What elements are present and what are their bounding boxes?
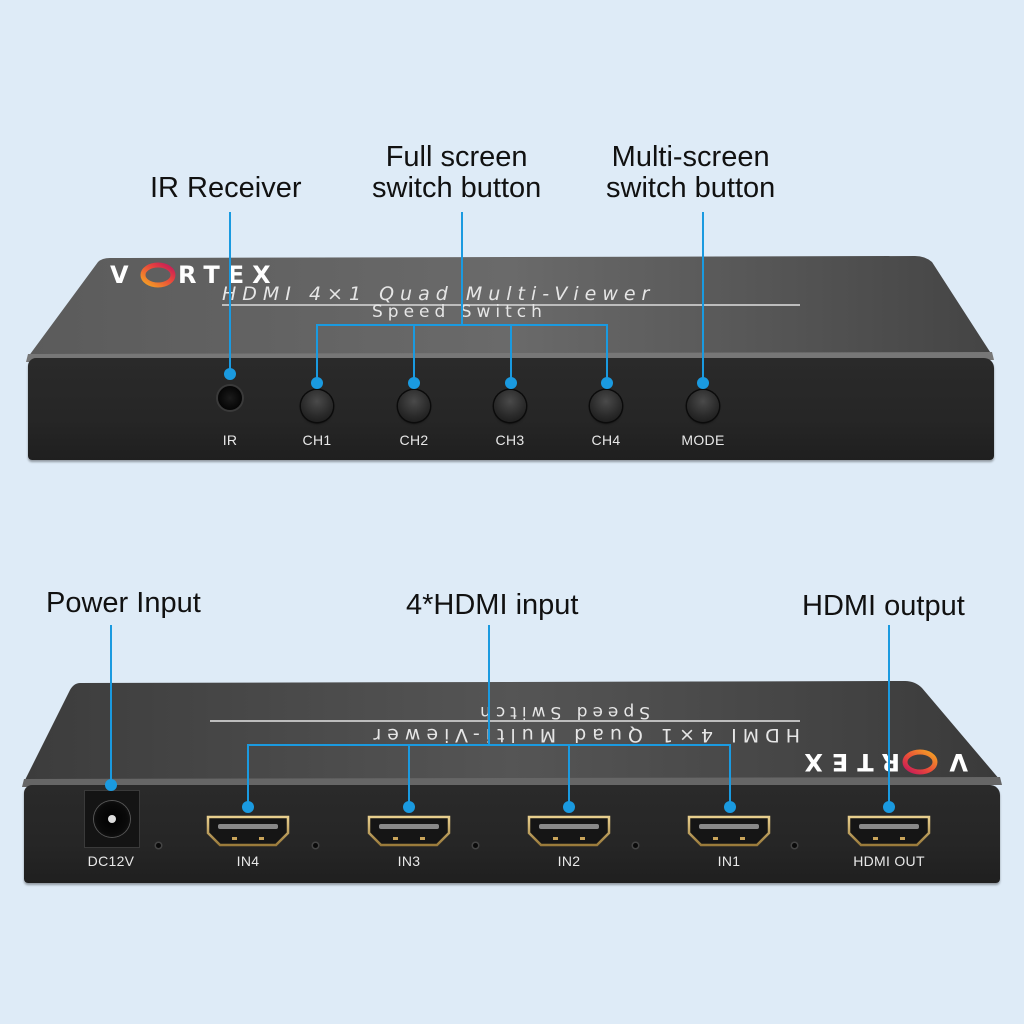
callout-multi-screen: Multi-screen switch button bbox=[606, 142, 775, 204]
hdmi-input-callout-stem bbox=[488, 625, 490, 745]
in4-callout-line bbox=[247, 744, 249, 806]
hdmi-in1-port bbox=[687, 815, 771, 847]
ch1-callout-dot bbox=[311, 377, 323, 389]
back-panel bbox=[24, 785, 1000, 883]
callout-hdmi-input: 4*HDMI input bbox=[406, 589, 579, 621]
hdmi-out-label: HDMI OUT bbox=[853, 853, 925, 869]
in4-callout-dot bbox=[242, 801, 254, 813]
in1-label: IN1 bbox=[717, 853, 741, 869]
brand-swirl-icon bbox=[140, 262, 176, 288]
hdmi-output-callout-dot bbox=[883, 801, 895, 813]
screw-hole bbox=[312, 843, 318, 848]
ir-receiver-sensor bbox=[218, 386, 242, 410]
ch3-button[interactable] bbox=[494, 390, 526, 422]
front-top-face bbox=[28, 256, 992, 357]
brand-swirl-icon-back bbox=[902, 749, 938, 775]
mode-label: MODE bbox=[681, 432, 725, 448]
ch3-callout-line bbox=[510, 324, 512, 380]
screw-hole bbox=[155, 843, 161, 848]
svg-text:V: V bbox=[110, 261, 133, 289]
power-callout-line bbox=[110, 625, 112, 783]
svg-text:V: V bbox=[945, 748, 968, 776]
ch1-button[interactable] bbox=[301, 390, 333, 422]
ch2-callout-dot bbox=[408, 377, 420, 389]
dc12v-label: DC12V bbox=[87, 853, 135, 869]
in2-label: IN2 bbox=[557, 853, 581, 869]
hdmi-input-callout-bar bbox=[247, 744, 731, 746]
screw-hole bbox=[632, 843, 638, 848]
ch3-callout-dot bbox=[505, 377, 517, 389]
hdmi-in4-port bbox=[206, 815, 290, 847]
full-screen-callout-stem bbox=[461, 212, 463, 325]
ch2-label: CH2 bbox=[399, 432, 429, 448]
front-title-rule bbox=[222, 304, 800, 306]
vortex-logo-front: V RTEX bbox=[110, 261, 279, 289]
ir-callout-line bbox=[229, 212, 231, 372]
vortex-logo-back: V RTEX bbox=[795, 748, 968, 776]
mode-callout-dot bbox=[697, 377, 709, 389]
in1-callout-dot bbox=[724, 801, 736, 813]
svg-text:RTEX: RTEX bbox=[178, 261, 279, 289]
callout-hdmi-output: HDMI output bbox=[802, 590, 965, 622]
in4-label: IN4 bbox=[236, 853, 260, 869]
mode-callout-line bbox=[702, 212, 704, 380]
back-title-block: HDMI 4×1 Quad Multi-Viewer Speed Switch bbox=[200, 700, 800, 746]
ir-callout-dot bbox=[224, 368, 236, 380]
callout-power-input: Power Input bbox=[46, 587, 201, 619]
hdmi-output-callout-line bbox=[888, 625, 890, 805]
svg-text:RTEX: RTEX bbox=[795, 748, 900, 776]
ch2-button[interactable] bbox=[398, 390, 430, 422]
front-title-line1: HDMI 4×1 Quad Multi-Viewer bbox=[222, 283, 656, 305]
hdmi-in2-port bbox=[527, 815, 611, 847]
ch4-callout-dot bbox=[601, 377, 613, 389]
ch3-label: CH3 bbox=[495, 432, 525, 448]
in2-callout-dot bbox=[563, 801, 575, 813]
ch4-button[interactable] bbox=[590, 390, 622, 422]
hdmi-in3-port bbox=[367, 815, 451, 847]
callout-ir-receiver: IR Receiver bbox=[150, 172, 302, 204]
dc-power-jack bbox=[84, 790, 140, 848]
back-top-face bbox=[24, 681, 1000, 782]
ch1-callout-line bbox=[316, 324, 318, 380]
hdmi-out-port bbox=[847, 815, 931, 847]
in1-callout-line bbox=[729, 744, 731, 806]
back-title-line2: Speed Switch bbox=[475, 702, 650, 722]
ch1-label: CH1 bbox=[302, 432, 332, 448]
in2-callout-line bbox=[568, 744, 570, 806]
callout-full-screen-line2: switch button bbox=[372, 172, 542, 204]
callout-full-screen: Full screen switch button bbox=[372, 142, 541, 204]
callout-full-screen-line1: Full screen bbox=[385, 141, 528, 173]
full-screen-callout-bar bbox=[316, 324, 608, 326]
callout-multi-screen-line2: switch button bbox=[606, 172, 776, 204]
ch4-label: CH4 bbox=[591, 432, 621, 448]
ch2-callout-line bbox=[413, 324, 415, 380]
in3-callout-dot bbox=[403, 801, 415, 813]
in3-callout-line bbox=[408, 744, 410, 806]
mode-button[interactable] bbox=[687, 390, 719, 422]
front-title-line2: Speed Switch bbox=[372, 302, 547, 322]
callout-multi-screen-line1: Multi-screen bbox=[611, 141, 770, 173]
back-title-line1: HDMI 4×1 Quad Multi-Viewer bbox=[367, 724, 800, 746]
screw-hole bbox=[791, 843, 797, 848]
screw-hole bbox=[472, 843, 478, 848]
in3-label: IN3 bbox=[397, 853, 421, 869]
power-callout-dot bbox=[105, 779, 117, 791]
ch4-callout-line bbox=[606, 324, 608, 380]
ir-label: IR bbox=[222, 432, 238, 448]
